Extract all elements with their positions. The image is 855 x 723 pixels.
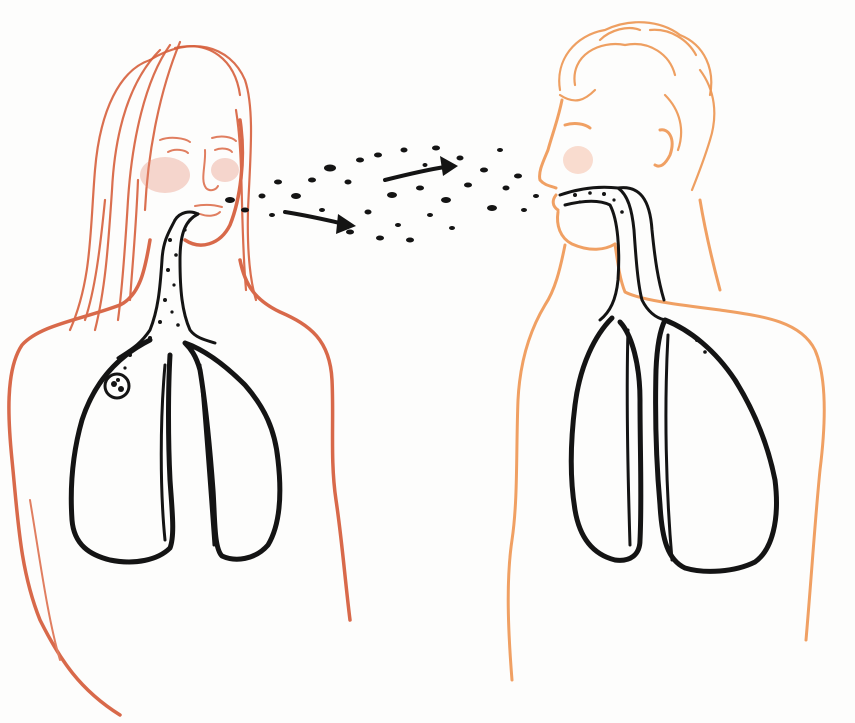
left-lung-lobe-1 [71, 340, 172, 562]
right-eye [565, 124, 590, 128]
transmission-arrow-icon [285, 212, 356, 234]
infection-nodule-icon [105, 374, 129, 398]
left-person [9, 42, 350, 715]
right-lung-lobe-2 [656, 320, 777, 571]
left-trachea-wall [118, 220, 175, 358]
right-mouth [553, 195, 558, 210]
right-chin [558, 212, 615, 249]
left-eye [168, 150, 188, 153]
right-ear [655, 130, 672, 166]
left-cheek-blush [140, 157, 190, 193]
left-eyebrow [160, 138, 190, 142]
left-person-body [9, 240, 350, 715]
right-nose [540, 100, 562, 188]
transmission-arrow-icon [385, 156, 458, 180]
left-lung-lobe-2 [185, 343, 280, 559]
left-person-face [140, 120, 242, 245]
airborne-droplets [225, 146, 539, 243]
right-lungs [560, 187, 776, 571]
left-mouth [195, 205, 222, 207]
